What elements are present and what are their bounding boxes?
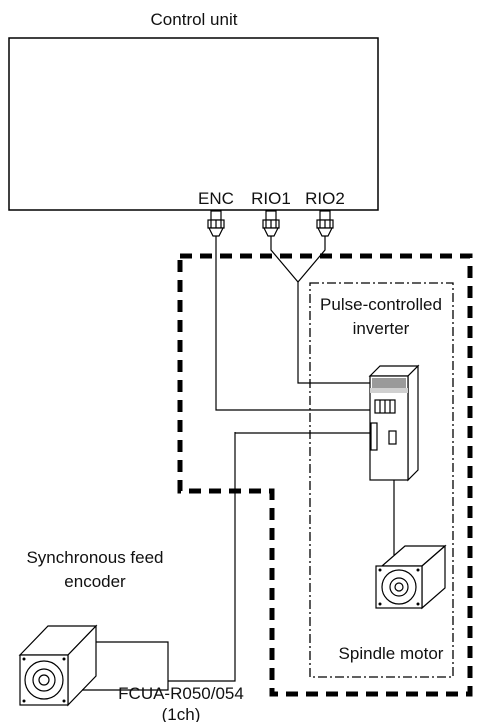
synchronous-feed-encoder-icon <box>18 624 169 707</box>
rio2-connector-icon <box>316 210 334 237</box>
rio2-cable <box>297 236 326 283</box>
rio1-cable <box>270 236 299 283</box>
enc-connector-label: ENC <box>198 189 234 208</box>
enclosure-boundary <box>177 253 473 697</box>
control-unit-label: Control unit <box>151 10 238 29</box>
inverter-drive-icon <box>368 364 420 482</box>
inverter-label-line2: inverter <box>353 319 410 338</box>
encoder-label-line1: Synchronous feed <box>26 548 163 567</box>
spindle-motor-label: Spindle motor <box>339 644 444 663</box>
encoder-cable <box>168 432 370 682</box>
rio1-connector-icon <box>262 210 280 237</box>
enc-connector-icon <box>207 210 225 237</box>
control-unit-box <box>8 37 379 211</box>
inverter-area-boundary <box>309 282 454 678</box>
spindle-motor-icon <box>375 544 447 610</box>
wiring <box>168 236 395 682</box>
rio-combined-cable <box>297 282 370 384</box>
inverter-label-line1: Pulse-controlled <box>320 295 442 314</box>
rio2-connector-label: RIO2 <box>305 189 345 208</box>
cable-label-line2: (1ch) <box>162 705 201 722</box>
cable-label-line1: FCUA-R050/054 <box>118 684 244 703</box>
rio1-connector-label: RIO1 <box>251 189 291 208</box>
enc-cable <box>215 236 370 411</box>
encoder-label-line2: encoder <box>64 572 126 591</box>
